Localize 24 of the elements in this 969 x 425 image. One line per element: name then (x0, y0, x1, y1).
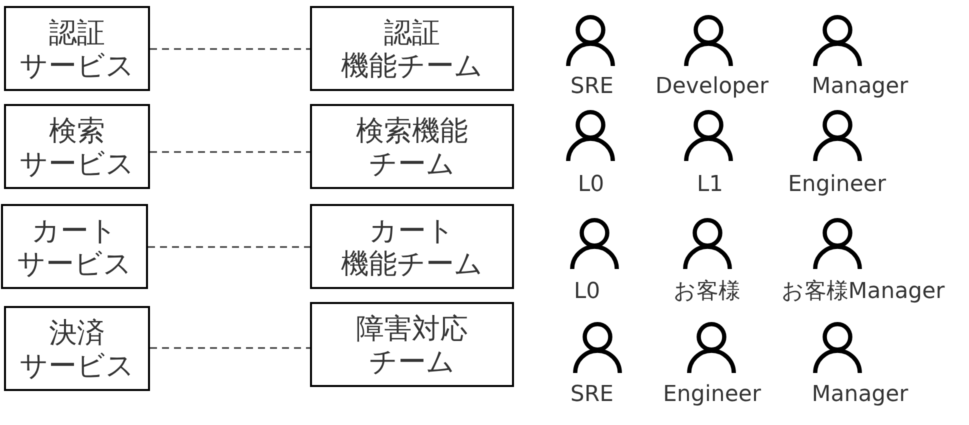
role-label: Developer (655, 74, 769, 100)
service-box: カートサービス (1, 204, 148, 289)
service-box: 認証サービス (4, 6, 150, 91)
role-label: お客様Manager (781, 279, 945, 305)
role-label: SRE (570, 382, 614, 408)
role-label: お客様 (674, 279, 740, 305)
team-box: 検索機能チーム (310, 104, 514, 189)
role-label: Engineer (663, 382, 761, 408)
role-label: Engineer (788, 172, 886, 198)
connector-line (150, 347, 310, 349)
team-box: 障害対応チーム (310, 302, 514, 387)
service-box: 決済サービス (4, 306, 150, 391)
connector-line (150, 48, 310, 50)
connector-line (148, 246, 310, 248)
role-label: Manager (812, 382, 908, 408)
role-label: SRE (570, 74, 614, 100)
role-label: L1 (696, 172, 724, 198)
team-box: 認証機能チーム (310, 6, 514, 91)
role-label: L0 (578, 172, 604, 198)
role-label: Manager (812, 74, 908, 100)
team-box: カート機能チーム (310, 204, 514, 289)
role-label: L0 (574, 279, 600, 305)
service-box: 検索サービス (4, 104, 150, 189)
connector-line (150, 151, 310, 153)
